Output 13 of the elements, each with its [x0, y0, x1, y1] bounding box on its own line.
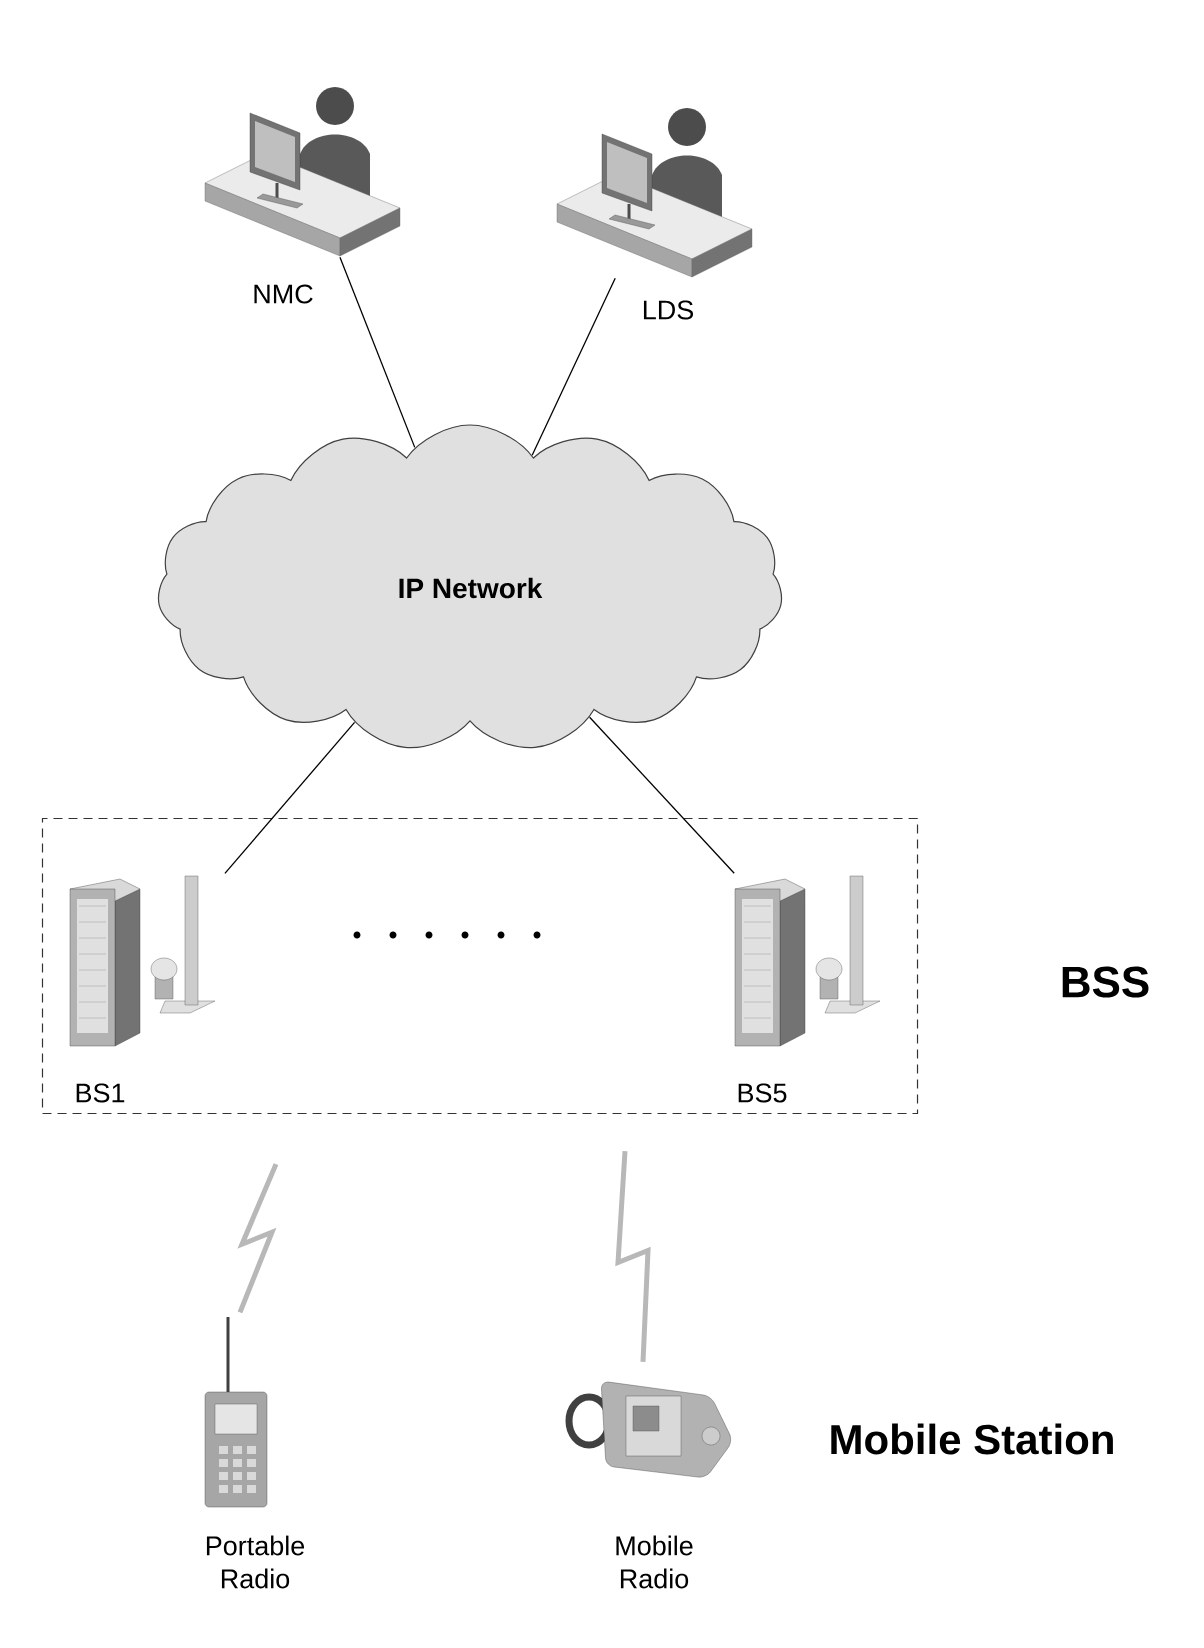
- device-label: Portable Radio: [206, 1535, 305, 1589]
- group-label: Mobile Station: [831, 1423, 1113, 1455]
- device-label: BS5: [738, 1083, 787, 1103]
- lightning-bolt: [237, 1163, 279, 1314]
- device-label: NMC: [254, 284, 313, 304]
- device-label: LDS: [643, 300, 694, 320]
- connection-line: [224, 721, 356, 874]
- device-label: Mobile Radio: [616, 1535, 693, 1589]
- group-label: BSS: [1062, 966, 1149, 998]
- connection-line: [339, 256, 416, 448]
- device-label: BS1: [76, 1083, 125, 1103]
- connection-line: [589, 716, 735, 874]
- lightning-bolt: [615, 1150, 651, 1362]
